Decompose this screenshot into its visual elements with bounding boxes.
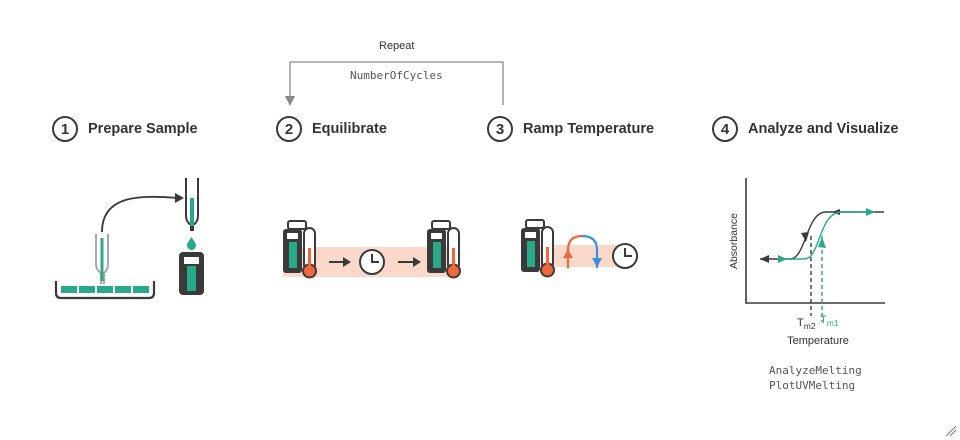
tm1-letter: T — [820, 314, 827, 326]
tm2-subscript: m2 — [804, 321, 816, 331]
clock-icon — [359, 249, 385, 275]
pipette-icon — [95, 234, 109, 284]
heating-curve — [780, 211, 874, 260]
cooling-arrow — [801, 232, 809, 242]
well-plate-icon — [54, 281, 156, 300]
heating-arrow — [818, 237, 826, 248]
repeat-arrowhead — [285, 96, 295, 106]
plot-uv-melting-function: PlotUVMelting — [769, 379, 856, 392]
step-2-title: Equilibrate — [312, 121, 387, 137]
analyze-melting-function: AnalyzeMelting — [769, 364, 862, 377]
step-2: 2 Equilibrate — [276, 116, 387, 142]
cooling-arrow — [760, 255, 769, 263]
cuvette-icon — [179, 252, 204, 295]
tm1-label: Tm1 — [820, 314, 839, 328]
step-3-number: 3 — [487, 116, 513, 142]
plot-axes — [745, 178, 885, 304]
heating-arrow — [866, 208, 875, 216]
step-3-title: Ramp Temperature — [523, 121, 655, 137]
repeat-label: Repeat — [379, 40, 415, 52]
thermometer-icon — [446, 227, 461, 279]
cuvette-icon — [521, 219, 545, 272]
step-1: 1 Prepare Sample — [52, 116, 198, 142]
cooling-arrow — [832, 209, 840, 215]
dispense-pipette-icon — [185, 178, 199, 231]
droplet-icon — [187, 237, 196, 250]
thermometer-icon — [302, 227, 317, 279]
thermometer-icon — [540, 226, 555, 278]
step-4-number: 4 — [712, 116, 738, 142]
y-axis-label: Absorbance — [728, 213, 740, 269]
analysis-functions: AnalyzeMelting PlotUVMelting — [769, 363, 862, 393]
step-4: 4 Analyze and Visualize — [712, 116, 898, 142]
repeat-code: NumberOfCycles — [350, 69, 443, 82]
cuvette-icon — [427, 220, 451, 273]
step-1-title: Prepare Sample — [88, 121, 198, 137]
clock-icon — [612, 243, 638, 269]
cuvette-icon — [283, 220, 307, 273]
step-2-number: 2 — [276, 116, 302, 142]
temperature-ramp-icon — [563, 234, 602, 268]
step-1-number: 1 — [52, 116, 78, 142]
tm1-subscript: m1 — [827, 318, 839, 328]
resize-grip-icon[interactable] — [942, 422, 958, 438]
step-3: 3 Ramp Temperature — [487, 116, 654, 142]
x-axis-label: Temperature — [787, 335, 849, 347]
tm2-label: Tm2 — [797, 317, 816, 331]
step-4-title: Analyze and Visualize — [748, 121, 899, 137]
tm2-letter: T — [797, 317, 804, 329]
heating-arrow — [778, 255, 787, 263]
